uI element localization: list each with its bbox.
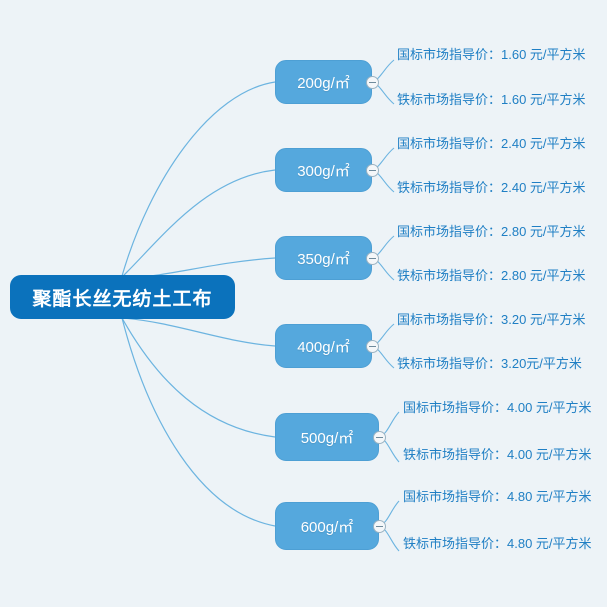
leaf-500-guobiao[interactable]: 国标市场指导价：4.00 元/平方米: [403, 400, 592, 415]
collapse-minus-icon-350[interactable]: [366, 252, 379, 265]
leaf-300-guobiao[interactable]: 国标市场指导价：2.40 元/平方米: [397, 136, 586, 151]
minus-glyph: [369, 170, 376, 171]
connector-root-to-400: [121, 317, 276, 347]
branch-node-200[interactable]: 200g/㎡: [275, 60, 372, 104]
collapse-minus-icon-500[interactable]: [373, 431, 386, 444]
minus-glyph: [376, 437, 383, 438]
branch-node-350-label: 350g/㎡: [297, 250, 350, 268]
leaf-600-guobiao[interactable]: 国标市场指导价：4.80 元/平方米: [403, 489, 592, 504]
leaf-300-tiebiao[interactable]: 铁标市场指导价：2.40 元/平方米: [397, 180, 586, 195]
branch-node-350[interactable]: 350g/㎡: [275, 236, 372, 280]
minus-glyph: [369, 82, 376, 83]
leaf-350-tiebiao[interactable]: 铁标市场指导价：2.80 元/平方米: [397, 268, 586, 283]
leaf-400-tiebiao[interactable]: 铁标市场指导价：3.20元/平方米: [397, 356, 582, 371]
branch-node-600[interactable]: 600g/㎡: [275, 502, 379, 550]
leaf-600-tiebiao[interactable]: 铁标市场指导价：4.80 元/平方米: [403, 536, 592, 551]
leaf-400-guobiao[interactable]: 国标市场指导价：3.20 元/平方米: [397, 312, 586, 327]
branch-node-500[interactable]: 500g/㎡: [275, 413, 379, 461]
collapse-minus-icon-400[interactable]: [366, 340, 379, 353]
branch-node-300-label: 300g/㎡: [297, 162, 350, 180]
connector-root-to-200: [121, 81, 276, 277]
collapse-minus-icon-600[interactable]: [373, 520, 386, 533]
branch-node-400-label: 400g/㎡: [297, 338, 350, 356]
leaf-500-tiebiao[interactable]: 铁标市场指导价：4.00 元/平方米: [403, 447, 592, 462]
root-node[interactable]: 聚酯长丝无纺土工布: [10, 275, 235, 319]
minus-glyph: [369, 258, 376, 259]
collapse-minus-icon-200[interactable]: [366, 76, 379, 89]
minus-glyph: [376, 526, 383, 527]
leaf-350-guobiao[interactable]: 国标市场指导价：2.80 元/平方米: [397, 224, 586, 239]
connector-root-to-500: [121, 317, 276, 438]
leaf-200-tiebiao[interactable]: 铁标市场指导价：1.60 元/平方米: [397, 92, 586, 107]
collapse-minus-icon-300[interactable]: [366, 164, 379, 177]
branch-node-400[interactable]: 400g/㎡: [275, 324, 372, 368]
leaf-200-guobiao[interactable]: 国标市场指导价：1.60 元/平方米: [397, 47, 586, 62]
branch-node-200-label: 200g/㎡: [297, 74, 350, 92]
branch-node-600-label: 600g/㎡: [300, 518, 354, 536]
connector-root-to-600: [121, 317, 276, 527]
root-node-label: 聚酯长丝无纺土工布: [32, 288, 213, 310]
branch-node-300[interactable]: 300g/㎡: [275, 148, 372, 192]
branch-node-500-label: 500g/㎡: [300, 429, 354, 447]
minus-glyph: [369, 346, 376, 347]
connector-root-to-300: [121, 169, 276, 278]
